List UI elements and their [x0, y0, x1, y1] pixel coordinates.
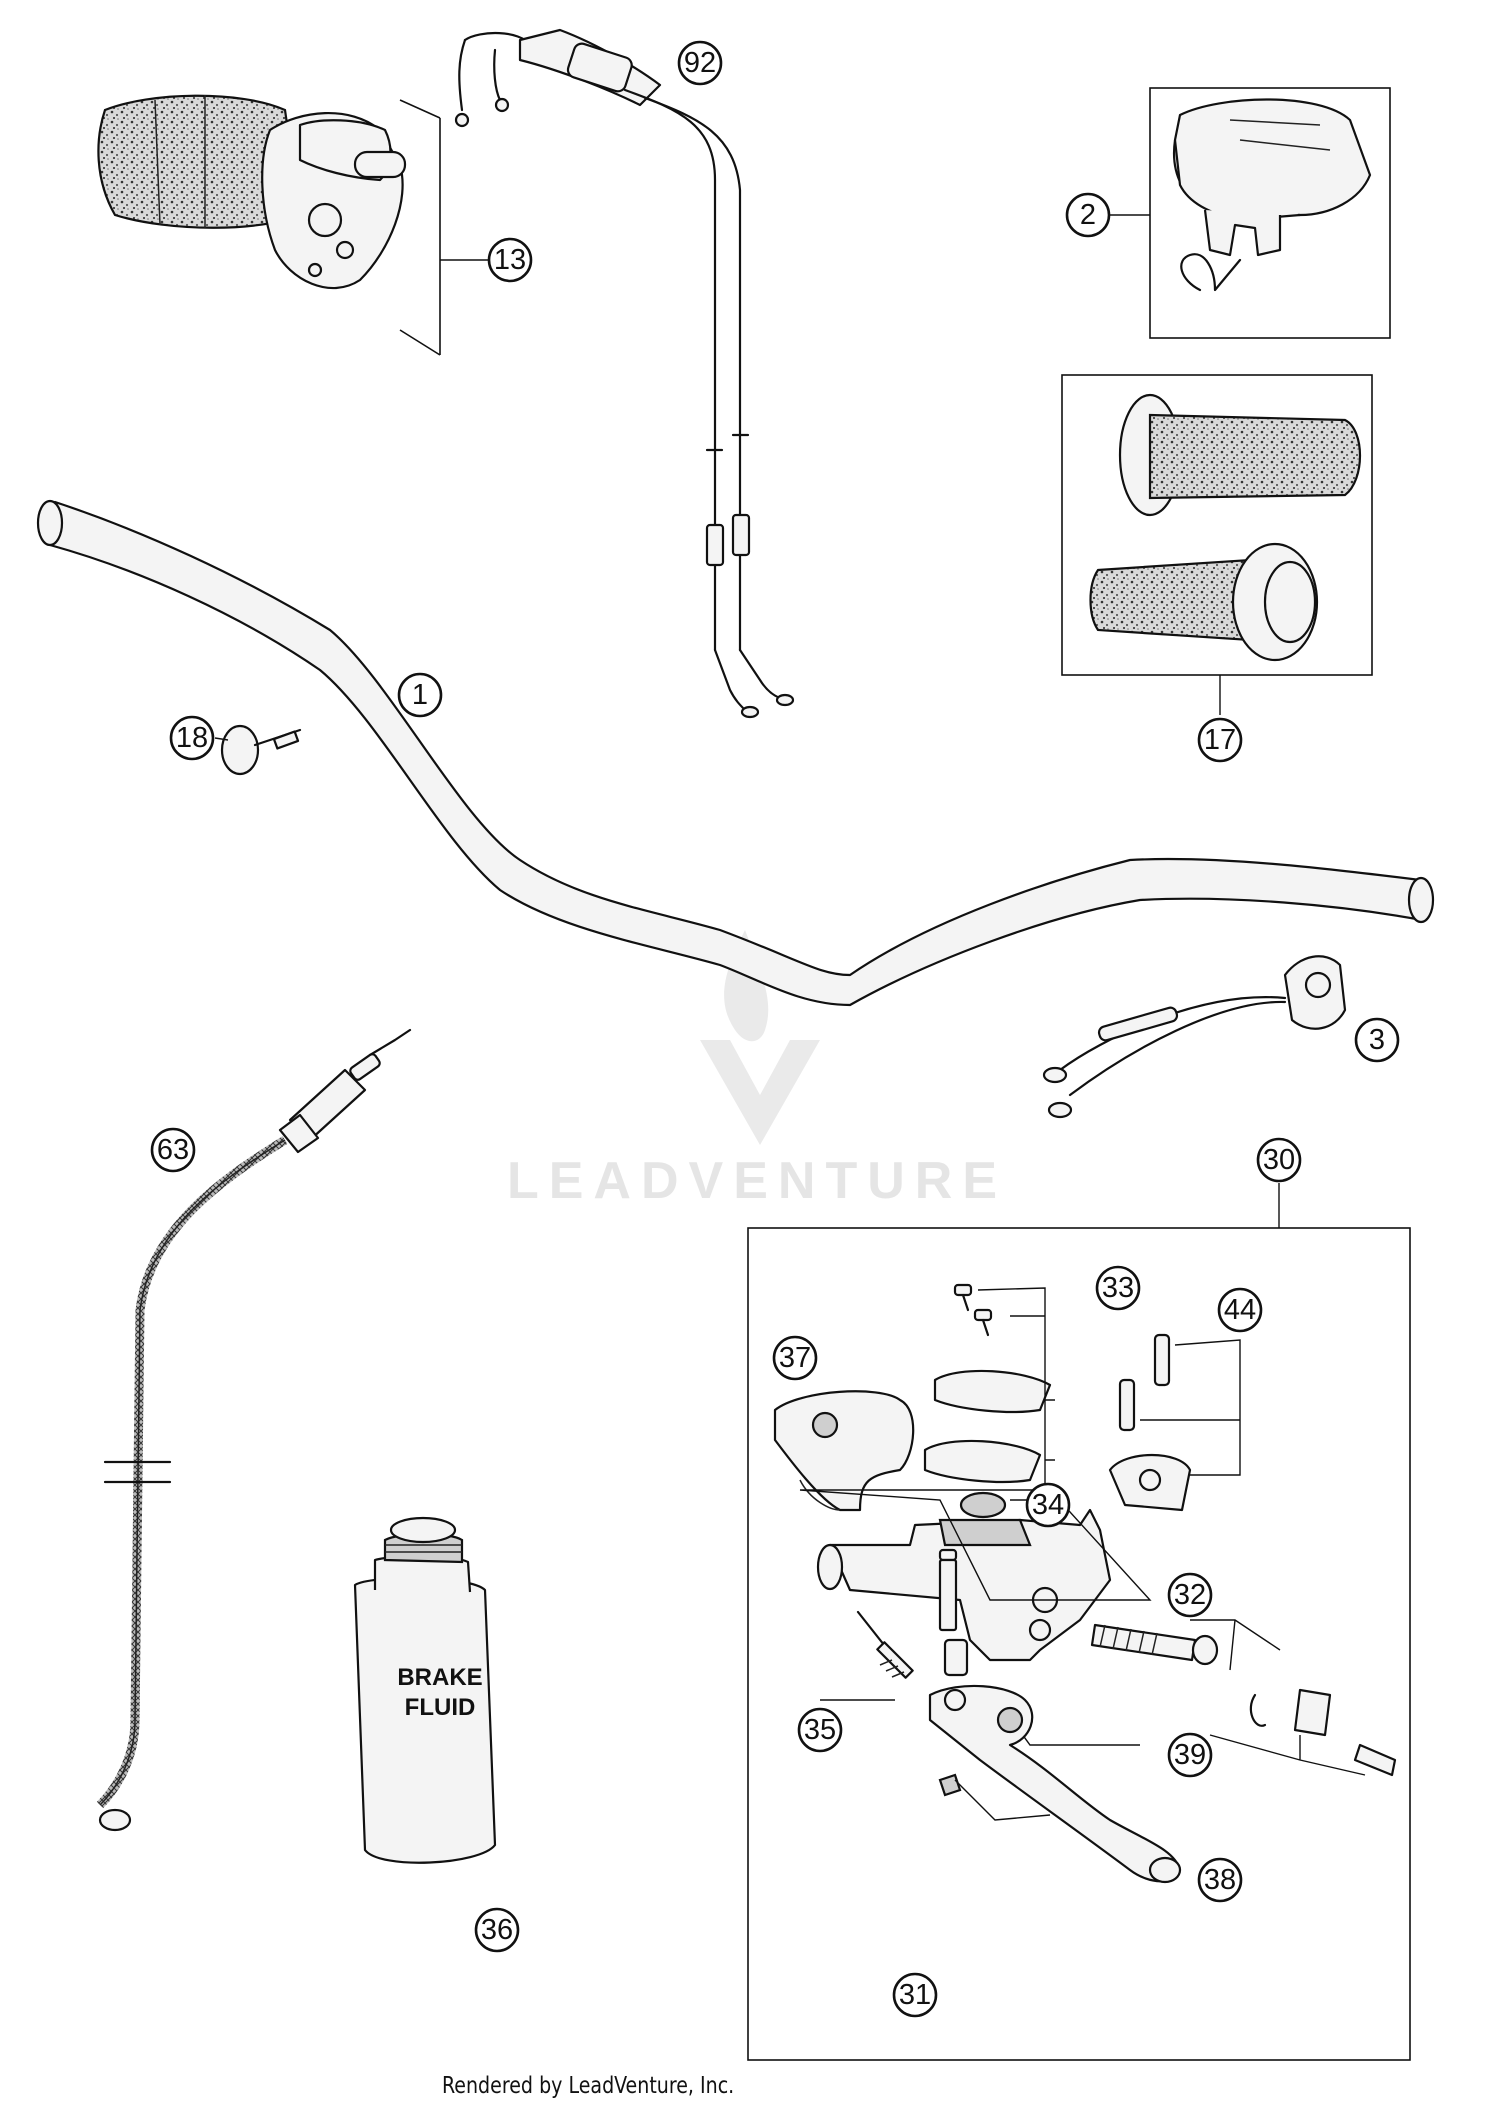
callout-label: 30 — [1263, 1144, 1295, 1176]
callout-34: 34 — [1025, 1482, 1071, 1528]
callout-label: 39 — [1174, 1739, 1206, 1771]
callout-label: 33 — [1102, 1272, 1134, 1304]
callout-63: 63 — [150, 1127, 196, 1173]
callout-label: 36 — [481, 1914, 513, 1946]
callout-label: 35 — [804, 1714, 836, 1746]
callout-label: 13 — [494, 244, 526, 276]
callout-label: 31 — [899, 1979, 931, 2011]
callout-33: 33 — [1095, 1265, 1141, 1311]
callout-39: 39 — [1167, 1732, 1213, 1778]
callout-18: 18 — [169, 715, 215, 761]
callout-label: 3 — [1369, 1024, 1385, 1056]
watermark-text: LEADVENTURE — [507, 1152, 1007, 1210]
brake-lever — [928, 1684, 1182, 1884]
brake-fluid-bottle: BRAKE FLUID — [353, 1516, 497, 1864]
callout-3: 3 — [1354, 1017, 1400, 1063]
footer-credit: Rendered by LeadVenture, Inc. — [442, 2073, 735, 2099]
callout-13: 13 — [487, 237, 533, 283]
watermark: LEADVENTURE — [507, 930, 1007, 1210]
callout-label: 37 — [779, 1342, 811, 1374]
grips-pair — [1089, 393, 1362, 662]
piston-spring — [1090, 1623, 1219, 1666]
handlebar-pad — [1172, 98, 1372, 292]
callout-label: 18 — [176, 722, 208, 754]
callout-37: 37 — [772, 1335, 818, 1381]
grips-box — [1061, 374, 1373, 676]
callout-label: 34 — [1032, 1489, 1064, 1521]
callout-35: 35 — [797, 1707, 843, 1753]
callout-31: 31 — [892, 1972, 938, 2018]
bottle-label-line1: BRAKE — [397, 1664, 482, 1691]
reservoir-cover — [923, 1283, 1052, 1484]
callout-1: 1 — [397, 672, 443, 718]
pivot-pin-spring — [856, 1610, 914, 1679]
handlebar-clamp — [1108, 1333, 1192, 1512]
hot-start-cable — [96, 1028, 412, 1832]
callout-38: 38 — [1197, 1857, 1243, 1903]
reservoir-diaphragm — [959, 1491, 1007, 1519]
master-cylinder-box — [747, 1227, 1411, 2061]
callout-label: 38 — [1204, 1864, 1236, 1896]
callout-label: 92 — [684, 47, 716, 79]
throttle-cables — [454, 28, 795, 719]
callout-label: 1 — [412, 679, 428, 711]
callout-30: 30 — [1256, 1137, 1302, 1183]
master-cylinder-body — [816, 1508, 1112, 1662]
pivot-bolt — [938, 1548, 969, 1677]
handlebar-pad-box — [1149, 87, 1391, 339]
lever-guard — [773, 1390, 915, 1512]
callout-label: 63 — [157, 1134, 189, 1166]
pushrod-cap — [1249, 1688, 1397, 1777]
callout-label: 44 — [1224, 1294, 1256, 1326]
throttle-grip-assembly — [97, 94, 441, 356]
callout-17: 17 — [1197, 717, 1243, 763]
cable-tie — [220, 724, 302, 776]
callout-label: 2 — [1080, 199, 1096, 231]
callout-44: 44 — [1217, 1287, 1263, 1333]
callout-label: 17 — [1204, 724, 1236, 756]
kill-switch — [1042, 955, 1347, 1119]
callout-92: 92 — [677, 40, 723, 86]
handlebar — [36, 499, 1435, 1007]
callout-label: 32 — [1174, 1579, 1206, 1611]
callout-2: 2 — [1065, 192, 1111, 238]
bottle-label-line2: FLUID — [405, 1694, 476, 1721]
callout-32: 32 — [1167, 1572, 1213, 1618]
callout-36: 36 — [474, 1907, 520, 1953]
